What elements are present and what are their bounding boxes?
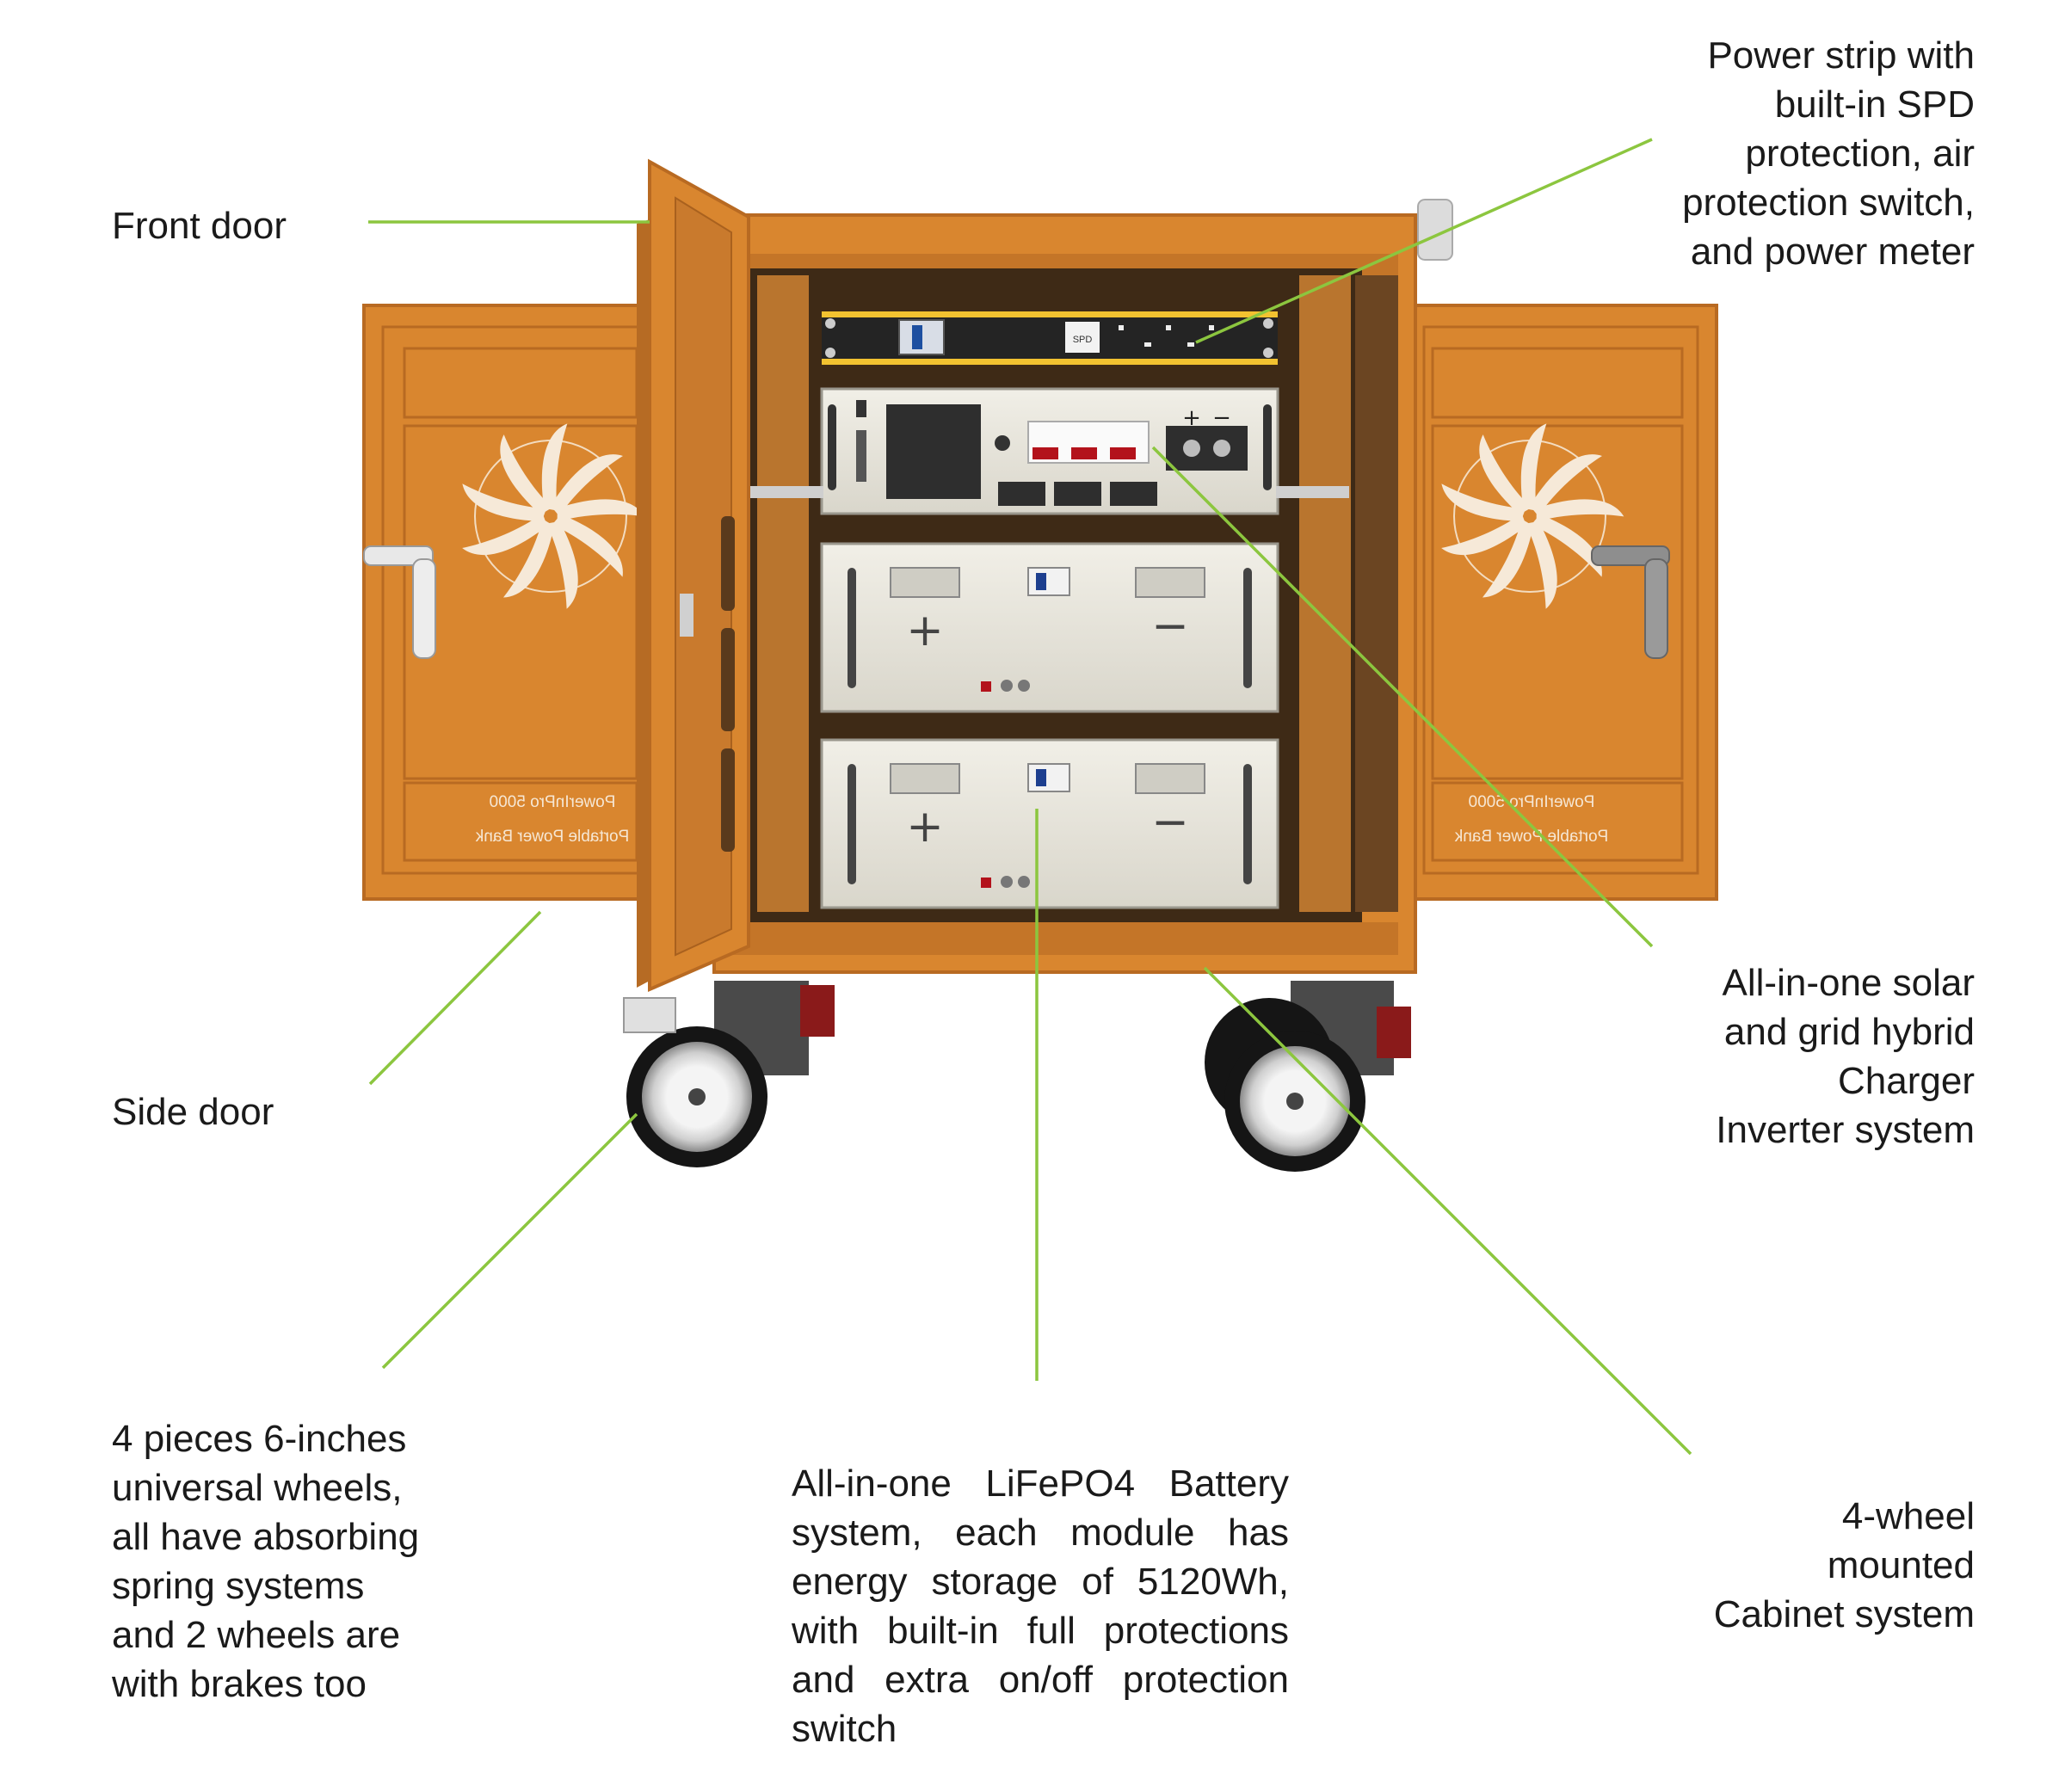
cabinet-leader [1203, 966, 1692, 1456]
left-panel-subtitle: Portable Power Bank [475, 828, 629, 846]
callout-cabinet: 4-wheel mounted Cabinet system [1713, 1495, 1975, 1635]
battery1-minus-icon: − [1151, 600, 1189, 652]
callout-power-strip: Power strip with built-in SPD protection… [1682, 34, 1975, 273]
battery-module-1: + − [820, 542, 1279, 713]
callout-battery: All-in-one LiFePO4 Battery system, each … [792, 1463, 1289, 1750]
callout-hybrid-inverter: All-in-one solar and grid hybrid Charger… [1716, 962, 1975, 1151]
battery1-plus-icon: + [906, 605, 944, 656]
callout-front-door: Front door [112, 205, 287, 247]
battery2-minus-icon: − [1151, 797, 1189, 848]
power-strip: SPD [822, 311, 1278, 365]
fan-vent-icon [1441, 423, 1624, 609]
inverter-plus-icon: + [1182, 405, 1201, 431]
battery2-plus-icon: + [906, 801, 944, 853]
side-door-leader [368, 910, 542, 1086]
leader-lines [368, 138, 1692, 1456]
inverter-leader [1151, 446, 1654, 948]
spd-label: SPD [1073, 335, 1093, 345]
front-door [637, 158, 750, 993]
hybrid-inverter: + − [750, 387, 1349, 515]
power-strip-leader [1195, 138, 1653, 344]
wheels-leader [381, 1112, 638, 1370]
right-panel-subtitle: Portable Power Bank [1454, 828, 1608, 846]
fan-vent-icon [462, 423, 645, 609]
left-panel-model: PowerInPro 5000 [490, 793, 616, 811]
inverter-minus-icon: − [1212, 405, 1231, 431]
callout-wheels: 4 pieces 6-inches universal wheels, all … [112, 1418, 420, 1705]
callout-side-door: Side door [112, 1091, 274, 1133]
left-side-door: PowerInPro 5000 Portable Power Bank [362, 304, 658, 901]
right-side-door: PowerInPro 5000 Portable Power Bank [1409, 304, 1718, 901]
left-front-wheel [623, 981, 835, 1167]
left-door-handle-icon [363, 545, 436, 659]
right-door-handle-icon [1591, 545, 1670, 659]
right-panel-model: PowerInPro 5000 [1469, 793, 1595, 811]
battery-module-2: + − [820, 738, 1279, 909]
right-front-wheel [1205, 981, 1411, 1172]
